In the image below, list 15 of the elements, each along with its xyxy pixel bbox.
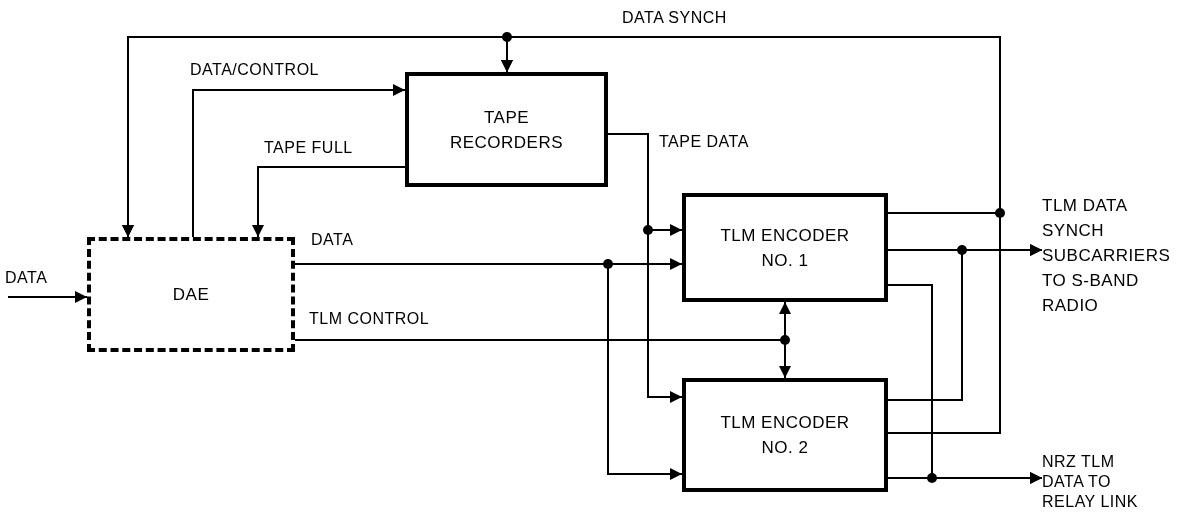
process-box [87, 237, 295, 352]
arrow [192, 84, 406, 238]
box-label: DAE [172, 284, 210, 306]
box-label: TLM ENCODER NO. 2 [719, 412, 851, 459]
process-box [405, 72, 608, 187]
process-box [682, 378, 888, 492]
arrow [887, 244, 1043, 401]
box-label: TAPE RECORDERS [448, 106, 565, 154]
arrow [887, 472, 1043, 484]
process-box [682, 193, 888, 302]
arrow [7, 291, 88, 303]
output-label: TLM DATA SYNCH SUBCARRIERS TO S-BAND RADIO [1042, 193, 1174, 321]
box-label: TLM ENCODER NO. 1 [719, 224, 851, 272]
output-label: NRZ TLM DATA TO RELAY LINK [1042, 452, 1154, 512]
arrow [252, 166, 406, 238]
